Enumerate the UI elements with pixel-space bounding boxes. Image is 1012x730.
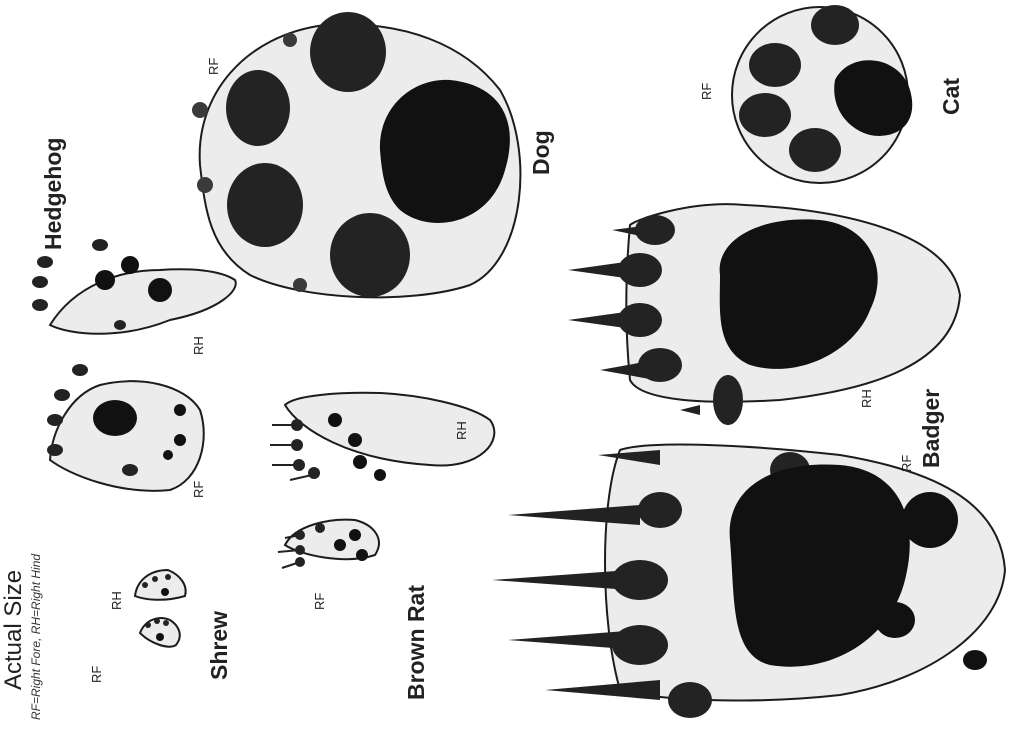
shrew-rh-print <box>135 570 186 600</box>
cat-rf-tag: RF <box>700 83 713 100</box>
badger-rf-print <box>492 445 1005 718</box>
legend-subtitle: RF=Right Fore, RH=Right Hind <box>30 554 42 720</box>
shrew-rh-tag: RH <box>110 591 123 610</box>
shrew-rf-tag: RF <box>90 666 103 683</box>
shrew-rf-print <box>140 618 180 647</box>
cat-label: Cat <box>940 78 963 115</box>
shrew-label: Shrew <box>208 611 231 680</box>
brown-rat-label: Brown Rat <box>405 585 428 700</box>
dog-print <box>192 12 520 297</box>
badger-rf-tag: RF <box>900 455 913 472</box>
brown-rat-rf-tag: RF <box>313 593 326 610</box>
page-title: Actual Size <box>2 570 26 690</box>
cat-print <box>732 5 912 183</box>
hedgehog-rf-print <box>47 364 204 491</box>
badger-rh-tag: RH <box>860 389 873 408</box>
hedgehog-label: Hedgehog <box>42 138 65 250</box>
hedgehog-rh-print <box>32 239 236 334</box>
hedgehog-rf-tag: RF <box>192 481 205 498</box>
dog-rf-tag: RF <box>207 58 220 75</box>
hedgehog-rh-tag: RH <box>192 336 205 355</box>
badger-rh-print <box>568 204 960 425</box>
badger-label: Badger <box>920 389 943 468</box>
brown-rat-rf-print <box>278 520 379 568</box>
brown-rat-rh-tag: RH <box>455 421 468 440</box>
dog-label: Dog <box>530 130 553 175</box>
